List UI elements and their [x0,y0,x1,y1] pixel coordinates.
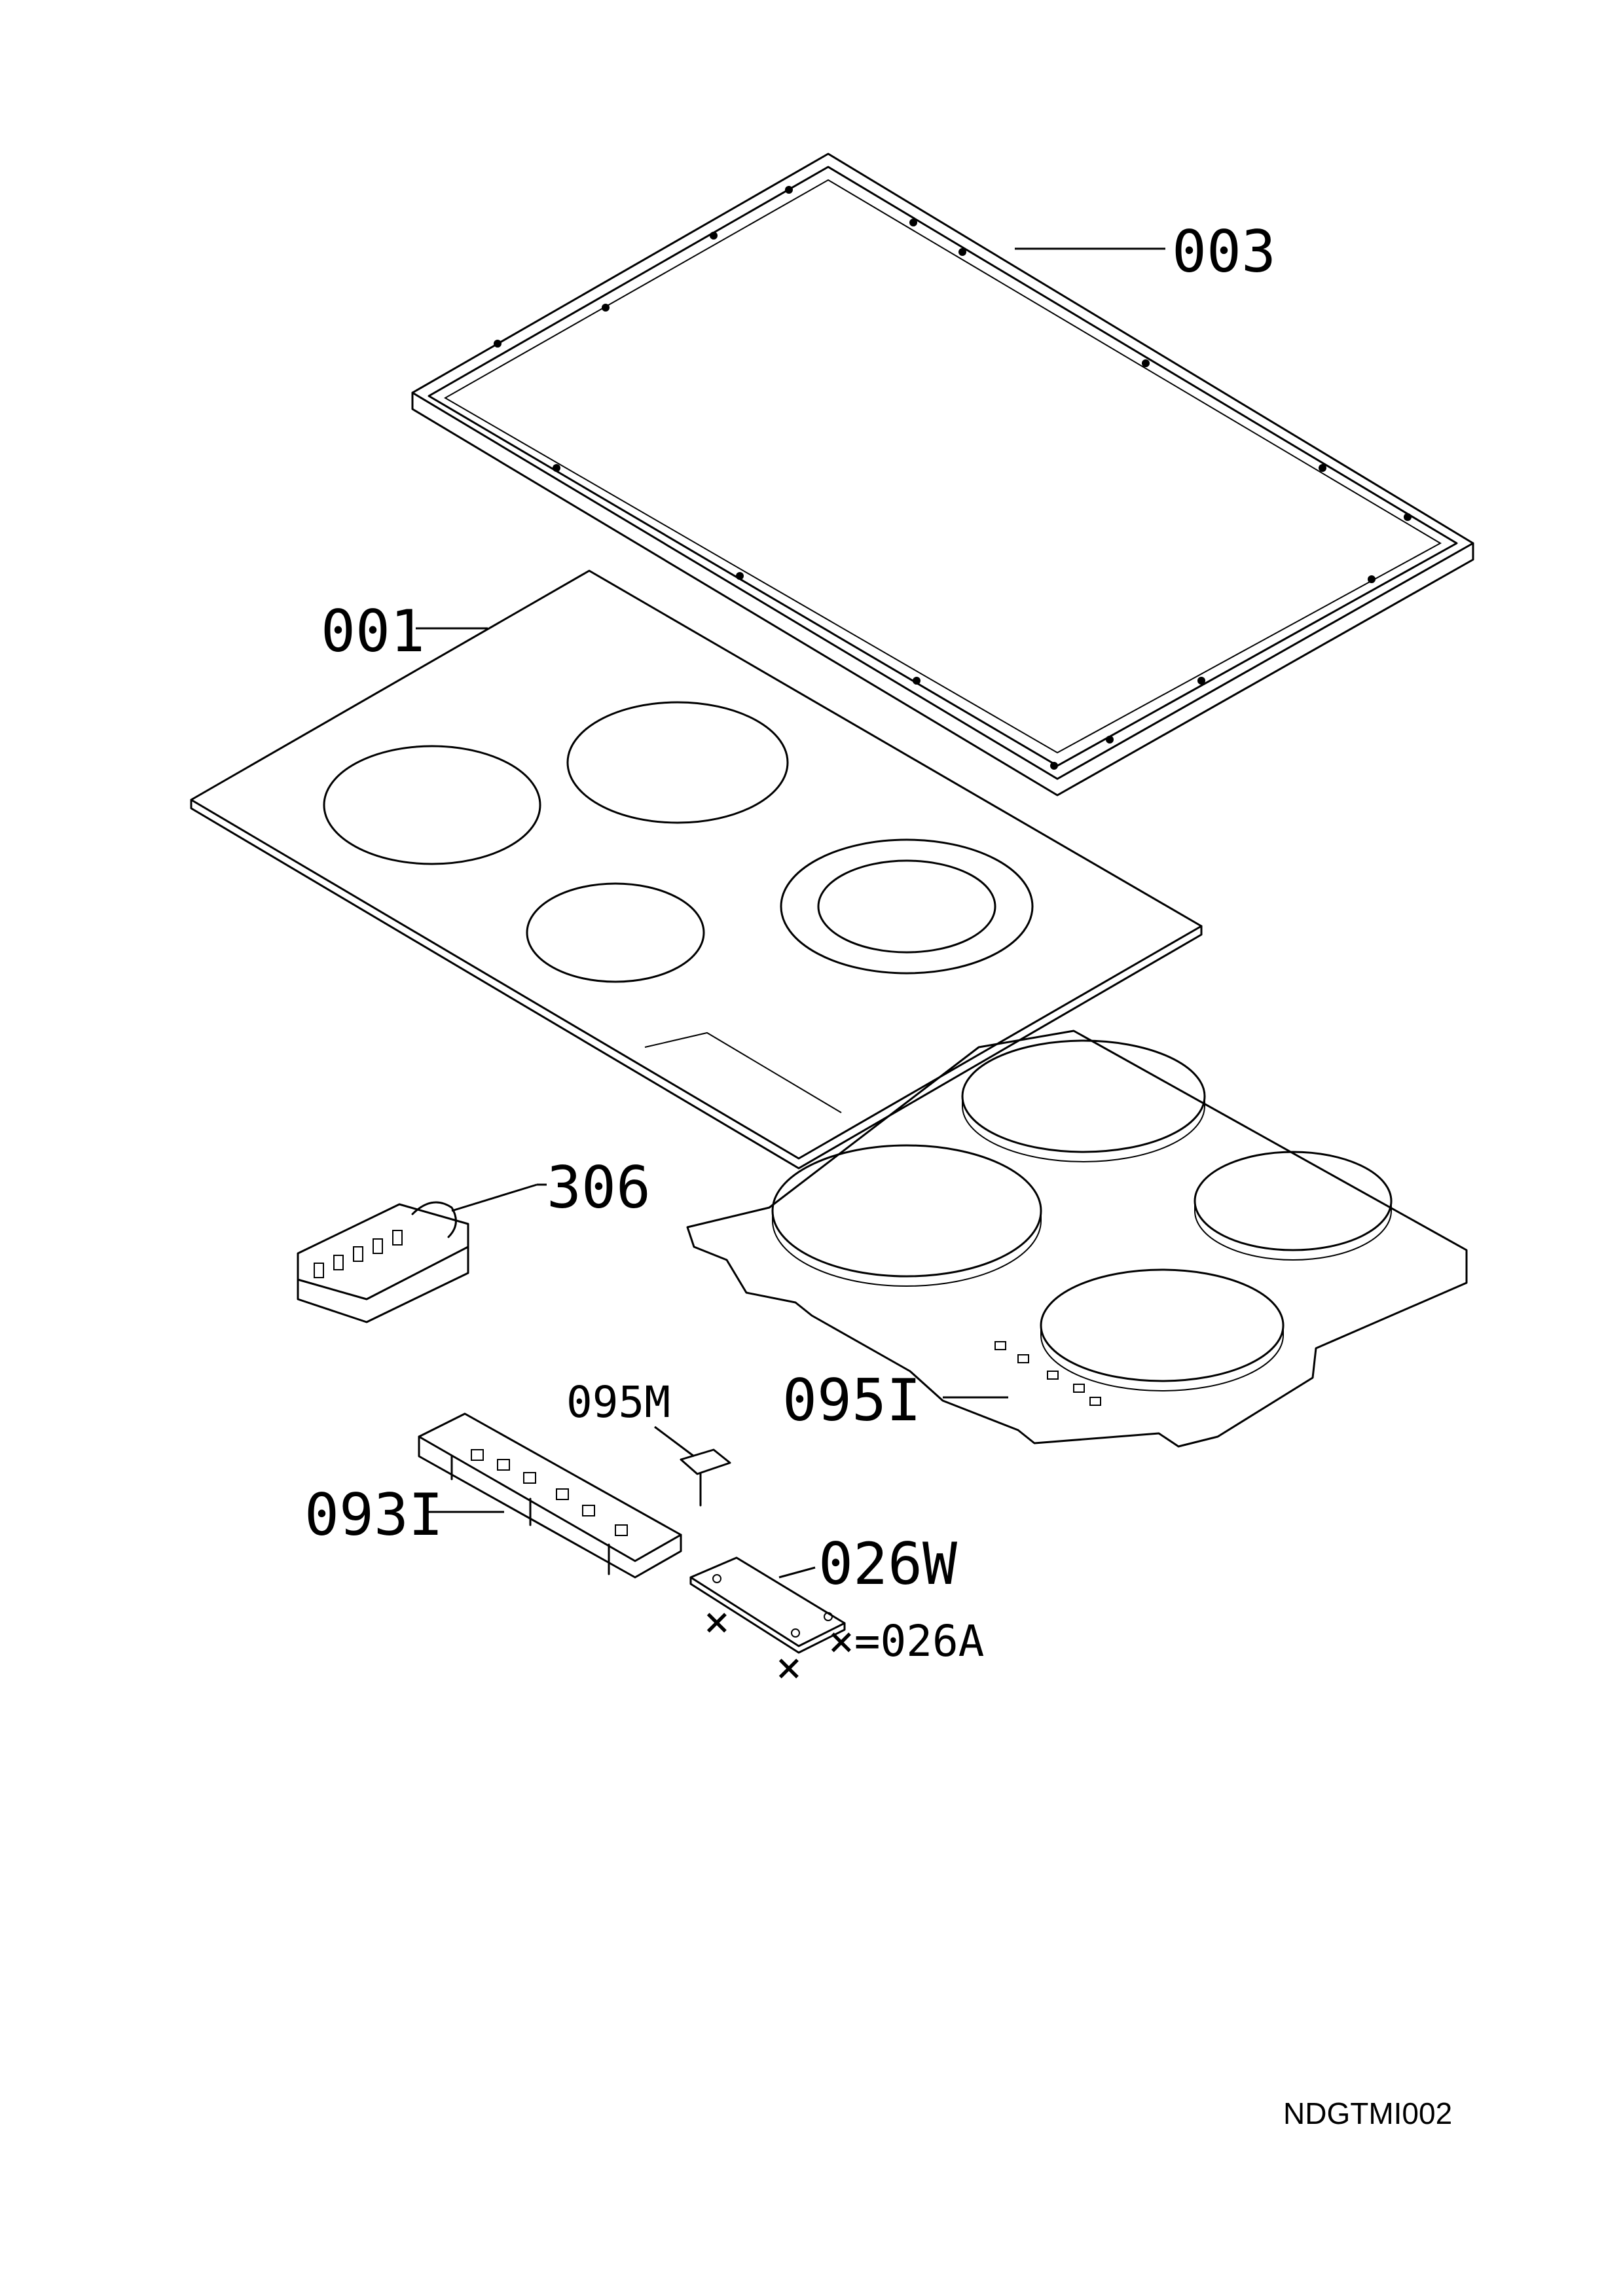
sensor-leader [654,1426,695,1458]
switch-label: 306 [547,1154,651,1221]
control-board-part [418,1412,682,1579]
frame-label: 003 [1172,218,1276,285]
small-board-part [689,1556,846,1654]
sensor-part [680,1448,731,1507]
cross-mark: × [704,1596,730,1647]
heating-plate-part [686,1030,1468,1448]
control-board-label: 093I [304,1481,443,1549]
glass-top-label: 001 [321,598,425,665]
drawing-code: NDGTMI002 [1283,2096,1452,2130]
small-board-label: 026W [818,1530,957,1598]
cross-mark: × [776,1642,802,1693]
screw-note: ×=026A [828,1616,984,1666]
heating-plate-label: 095I [782,1367,921,1434]
sensor-label: 095M [566,1377,670,1427]
switch-part [297,1201,469,1323]
small-board-leader [778,1566,816,1579]
glass-top-part [190,569,1203,1170]
switch-leader [451,1183,538,1212]
frame-part [411,152,1474,797]
